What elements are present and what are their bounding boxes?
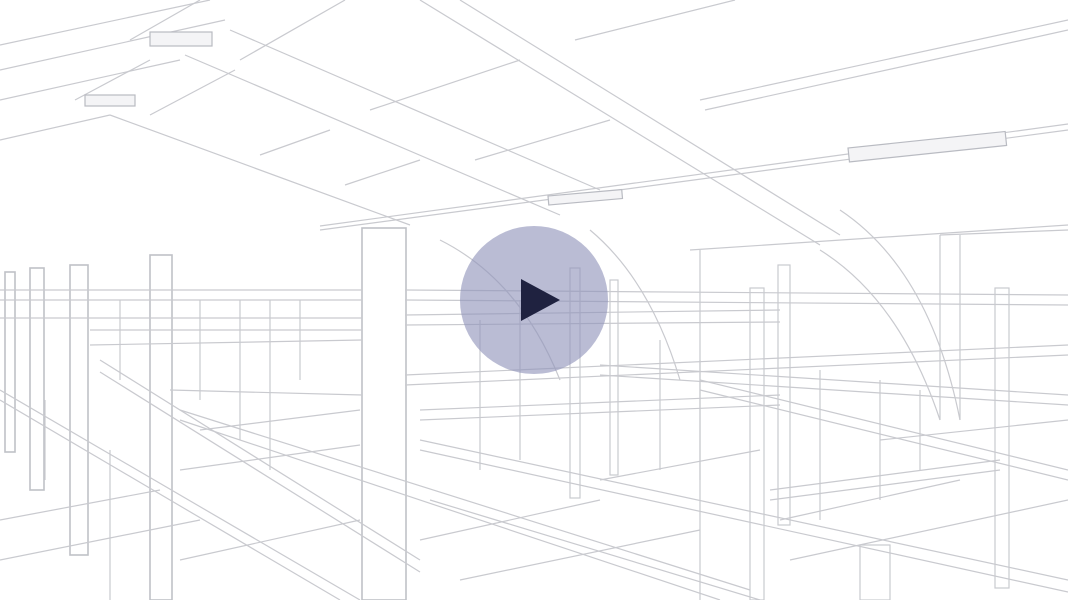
play-button[interactable]	[460, 226, 608, 374]
play-icon	[521, 279, 560, 321]
